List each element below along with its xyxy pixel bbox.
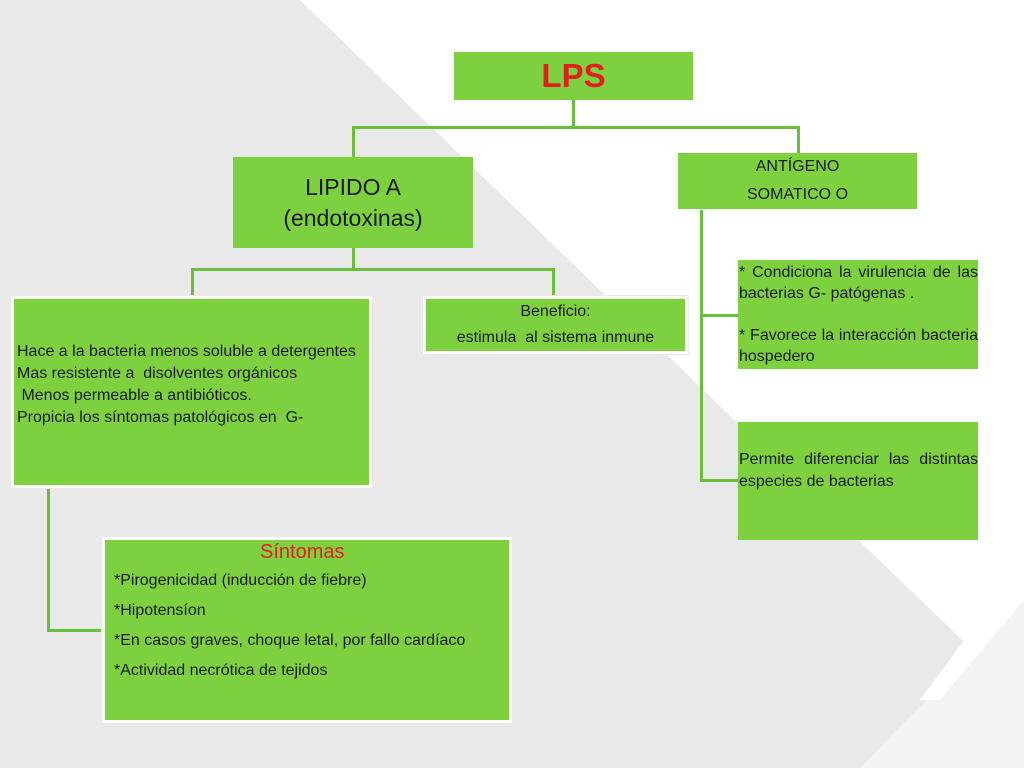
connector-root-down [572, 100, 575, 128]
sintomas-box: Síntomas *Pirogenicidad (inducción de fi… [102, 537, 512, 723]
sintomas-title: Síntomas [260, 541, 345, 563]
virulencia-box: * Condiciona la virulencia de las bacter… [738, 260, 978, 369]
virulencia-line1: * Condiciona la virulencia de las bacter… [739, 264, 978, 302]
antigeno-line1: ANTÍGENO [755, 158, 840, 175]
lipido-a-title: LIPIDO A [305, 173, 401, 200]
sintomas-item: *Pirogenicidad (inducción de fiebre) [114, 572, 367, 589]
virulencia-line2: * Favorece la interacción bacteria hospe… [739, 327, 978, 365]
propiedades-line3: Menos permeable a antibióticos. [17, 387, 252, 404]
diferenciar-box: Permite diferenciar las distintas especi… [738, 422, 978, 540]
antigeno-box: ANTÍGENO SOMATICO O [678, 153, 917, 209]
beneficio-box: Beneficio: estimula al sistema inmune [423, 296, 688, 354]
connector-sintomas-horizontal [47, 629, 105, 632]
sintomas-item: *Actividad necrótica de tejidos [114, 662, 328, 679]
beneficio-label: Beneficio: [520, 303, 591, 320]
beneficio-text: estimula al sistema inmune [456, 329, 655, 346]
connector-root-horizontal [352, 126, 800, 129]
sintomas-item: *En casos graves, choque letal, por fall… [114, 632, 466, 649]
lps-root-box: LPS [454, 52, 693, 100]
propiedades-line2: Mas resistente a disolventes orgánicos [17, 365, 298, 382]
connector-lipido-right-drop [552, 268, 555, 298]
connector-diferenciar-horizontal [700, 479, 740, 482]
connector-virulencia-horizontal [700, 314, 740, 317]
connector-lipido-left-drop [191, 268, 194, 298]
propiedades-box: Hace a la bacteria menos soluble a deter… [11, 296, 372, 488]
connector-antigeno-vertical [700, 210, 703, 482]
antigeno-line2: SOMATICO O [746, 186, 849, 203]
connector-lipido-horizontal [191, 268, 555, 271]
diferenciar-text: Permite diferenciar las distintas especi… [739, 451, 978, 490]
connector-root-right-drop [797, 126, 800, 154]
sintomas-item: *Hipotensíon [114, 602, 206, 619]
propiedades-line4: Propicia los síntomas patológicos en G- [17, 409, 304, 426]
lipido-a-subtitle: (endotoxinas) [283, 204, 423, 231]
propiedades-line1: Hace a la bacteria menos soluble a deter… [17, 343, 356, 360]
connector-root-left-drop [352, 126, 355, 159]
lps-title: LPS [541, 57, 606, 94]
connector-propiedades-down [47, 486, 50, 632]
connector-lipido-down [352, 248, 355, 270]
lipido-a-box: LIPIDO A (endotoxinas) [233, 157, 473, 248]
